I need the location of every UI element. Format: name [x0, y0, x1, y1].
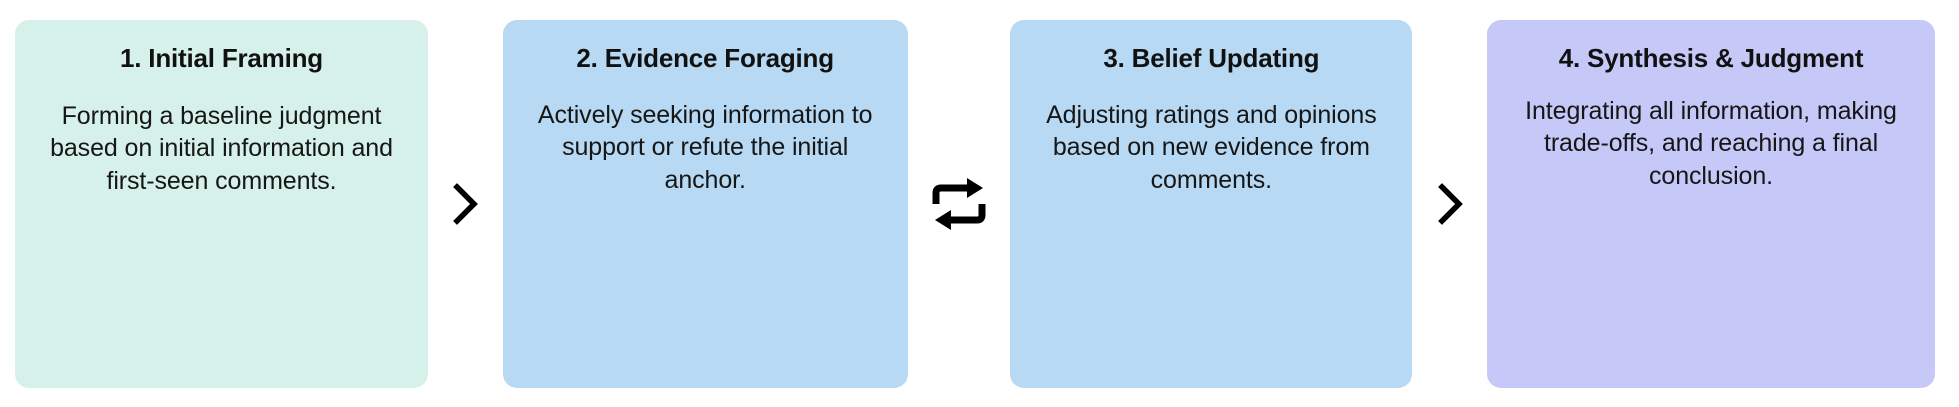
- stage-card-initial-framing[interactable]: 1. Initial Framing Forming a baseline ju…: [15, 20, 428, 388]
- stage-card-synthesis-judgment[interactable]: 4. Synthesis & Judgment Integrating all …: [1487, 20, 1936, 388]
- stage-description: Adjusting ratings and opinions based on …: [1046, 100, 1377, 194]
- stage-card-evidence-foraging[interactable]: 2. Evidence Foraging Actively seeking in…: [502, 20, 908, 388]
- stage-title: 2. Evidence Foraging: [576, 43, 834, 73]
- stage-description: Forming a baseline judgment based on ini…: [50, 101, 393, 195]
- stage-title: 4. Synthesis & Judgment: [1558, 43, 1864, 73]
- stage-card-belief-updating[interactable]: 3. Belief Updating Adjusting ratings and…: [1010, 20, 1413, 388]
- stage-title: 1. Initial Framing: [120, 43, 323, 73]
- connector-stage2-stage3: [908, 20, 1011, 388]
- chevron-right-icon: [1435, 182, 1465, 226]
- stage-description: Integrating all information, making trad…: [1525, 96, 1897, 190]
- stage-title: 3. Belief Updating: [1103, 43, 1320, 73]
- connector-stage1-stage2: [428, 20, 503, 388]
- connector-stage3-stage4: [1412, 20, 1487, 388]
- loop-arrows-icon: [930, 176, 988, 232]
- stage-description: Actively seeking information to support …: [537, 100, 873, 194]
- chevron-right-icon: [450, 182, 480, 226]
